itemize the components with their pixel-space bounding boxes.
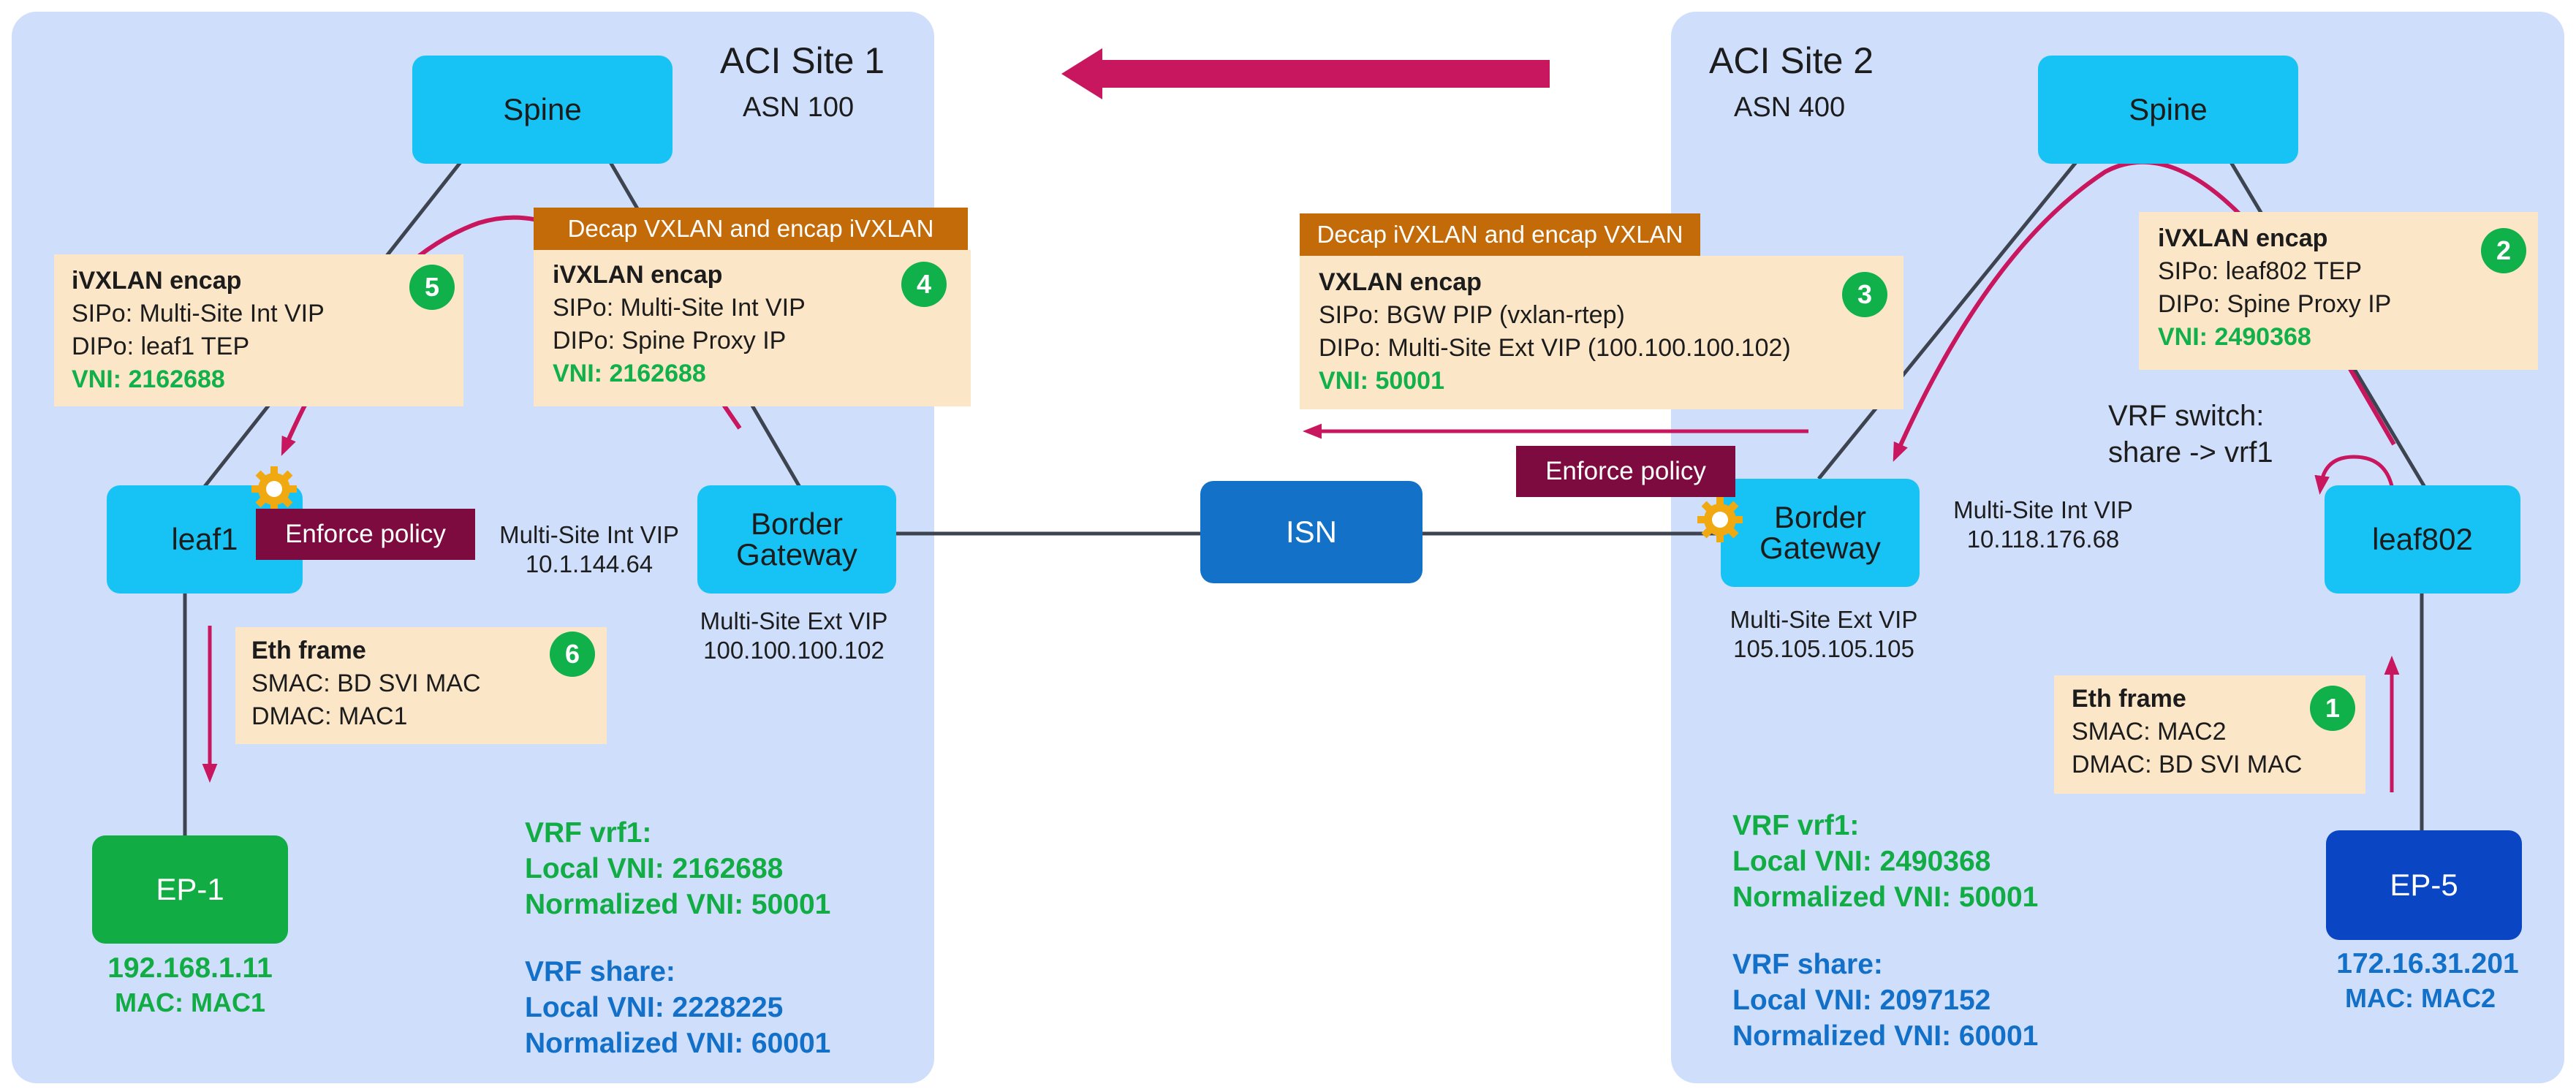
site1-ext-vip-label: Multi-Site Ext VIP 100.100.100.102	[700, 607, 888, 664]
site1-int-vip-label: Multi-Site Int VIP 10.1.144.64	[499, 521, 679, 577]
step-6-badge: 6	[550, 632, 595, 677]
isn-node[interactable]: ISN	[1200, 481, 1423, 583]
header-box-6-line1: SMAC: BD SVI MAC	[251, 669, 481, 697]
ep5-ip: 172.16.31.201	[2336, 948, 2519, 979]
header-box-2-line2: DIPo: Spine Proxy IP	[2158, 289, 2392, 318]
step-5-badge: 5	[409, 265, 455, 310]
direction-arrow-shaft	[1096, 60, 1550, 88]
header-box-2: iVXLAN encap SIPo: leaf802 TEP DIPo: Spi…	[2139, 212, 2538, 370]
site1-decap-bar: Decap VXLAN and encap iVXLAN	[534, 208, 968, 250]
header-box-4-line2: DIPo: Spine Proxy IP	[553, 326, 787, 354]
site2-spine-node[interactable]: Spine	[2038, 56, 2298, 164]
site1-title: ACI Site 1	[720, 40, 885, 81]
ep5-mac: MAC: MAC2	[2345, 983, 2496, 1013]
site2-enforce-policy-label: Enforce policy	[1516, 446, 1735, 497]
site2-decap-bar: Decap iVXLAN and encap VXLAN	[1300, 213, 1700, 256]
vrf-switch-loop-arrow	[2314, 455, 2394, 495]
header-box-4-title: iVXLAN encap	[553, 261, 723, 289]
header-box-6-title: Eth frame	[251, 637, 366, 664]
direction-arrow-head	[1061, 48, 1102, 99]
header-box-4-line1: SIPo: Multi-Site Int VIP	[553, 293, 806, 322]
site2-border-gateway-node[interactable]: Border Gateway	[1721, 479, 1920, 587]
header-box-4-vni: VNI: 2162688	[553, 359, 706, 387]
header-box-1-line1: SMAC: MAC2	[2072, 717, 2227, 746]
header-box-6: Eth frame SMAC: BD SVI MAC DMAC: MAC1	[235, 627, 607, 744]
header-box-2-vni: VNI: 2490368	[2158, 322, 2311, 351]
header-box-1-line2: DMAC: BD SVI MAC	[2072, 750, 2303, 778]
site1-spine-node[interactable]: Spine	[412, 56, 673, 164]
site2-title: ACI Site 2	[1709, 40, 1874, 81]
site1-enforce-policy-label: Enforce policy	[256, 509, 475, 560]
header-box-6-line2: DMAC: MAC1	[251, 702, 408, 730]
header-box-3-line1: SIPo: BGW PIP (vxlan-rtep)	[1319, 300, 1625, 329]
link-spine2-bgw2	[1817, 161, 2077, 480]
header-box-4: iVXLAN encap SIPo: Multi-Site Int VIP DI…	[534, 250, 971, 406]
ep5-node[interactable]: EP-5	[2326, 830, 2522, 940]
site2-vrf1-block: VRF vrf1: Local VNI: 2490368 Normalized …	[1732, 810, 2039, 913]
site1-asn: ASN 100	[743, 92, 855, 123]
header-box-1-title: Eth frame	[2072, 685, 2186, 713]
step-1-badge: 1	[2310, 686, 2355, 731]
ep1-node[interactable]: EP-1	[92, 835, 288, 944]
header-box-5: iVXLAN encap SIPo: Multi-Site Int VIP DI…	[54, 254, 463, 406]
site1-vrf-share-block: VRF share: Local VNI: 2228225 Normalized…	[525, 956, 831, 1059]
site2-leaf802-node[interactable]: leaf802	[2325, 485, 2520, 594]
vrf-switch-label: VRF switch: share -> vrf1	[2108, 400, 2273, 469]
site1-vrf1-block: VRF vrf1: Local VNI: 2162688 Normalized …	[525, 817, 831, 920]
site2-vrf-share-block: VRF share: Local VNI: 2097152 Normalized…	[1732, 949, 2039, 1052]
header-box-5-vni: VNI: 2162688	[72, 365, 225, 393]
header-box-2-line1: SIPo: leaf802 TEP	[2158, 257, 2363, 285]
site1-border-gateway-node[interactable]: Border Gateway	[697, 485, 896, 594]
header-box-5-line1: SIPo: Multi-Site Int VIP	[72, 299, 325, 327]
step-2-badge: 2	[2481, 228, 2526, 273]
site2-asn: ASN 400	[1734, 92, 1846, 123]
gear-icon	[251, 466, 297, 512]
site2-int-vip-label: Multi-Site Int VIP 10.118.176.68	[1953, 496, 2133, 553]
header-box-3-vni: VNI: 50001	[1319, 366, 1444, 395]
ep1-ip: 192.168.1.11	[107, 952, 273, 984]
header-box-2-title: iVXLAN encap	[2158, 224, 2328, 252]
header-box-3-title: VXLAN encap	[1319, 268, 1482, 296]
header-box-1: Eth frame SMAC: MAC2 DMAC: BD SVI MAC	[2054, 675, 2365, 794]
site2-ext-vip-label: Multi-Site Ext VIP 105.105.105.105	[1730, 606, 1918, 662]
gear-icon	[1697, 497, 1743, 542]
header-box-3-line2: DIPo: Multi-Site Ext VIP (100.100.100.10…	[1319, 333, 1791, 362]
ep1-mac: MAC: MAC1	[115, 987, 265, 1017]
step-3-badge: 3	[1842, 272, 1887, 317]
header-box-3: VXLAN encap SIPo: BGW PIP (vxlan-rtep) D…	[1300, 256, 1903, 409]
step-4-badge: 4	[901, 262, 947, 307]
header-box-5-title: iVXLAN encap	[72, 267, 242, 295]
header-box-5-line2: DIPo: leaf1 TEP	[72, 332, 250, 360]
